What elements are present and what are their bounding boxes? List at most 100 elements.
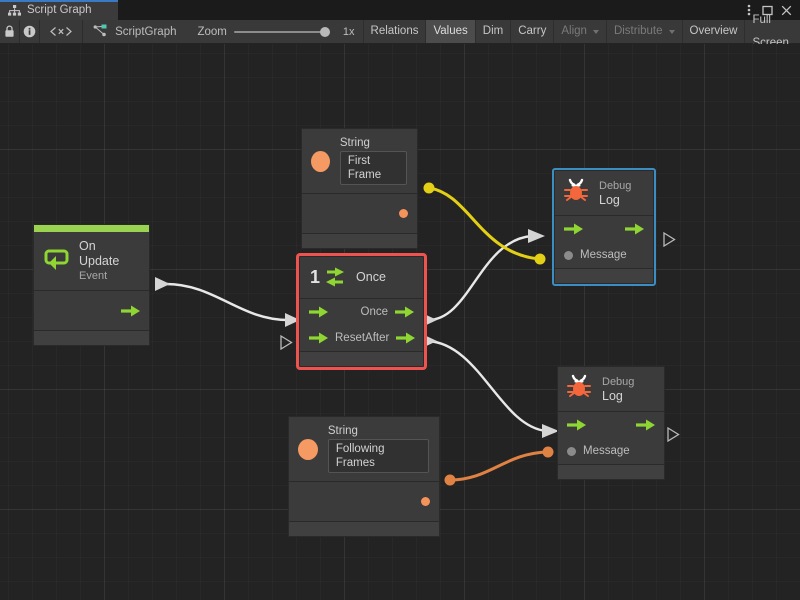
string-value-field[interactable]: Following Frames — [327, 439, 429, 473]
zoom-slider-knob[interactable] — [319, 26, 330, 37]
node-header: 1 Once — [300, 257, 423, 299]
maximize-icon[interactable] — [758, 0, 777, 20]
port-input-message[interactable]: Message — [564, 249, 627, 261]
external-input-triangle-reset[interactable] — [280, 334, 293, 355]
graph-canvas[interactable]: On Update Event — [0, 44, 800, 600]
node-once[interactable]: 1 Once — [296, 253, 427, 370]
toolbar-button-label: Align — [561, 25, 587, 37]
flow-arrow-icon — [121, 305, 140, 316]
port-output-after[interactable]: After — [365, 332, 416, 344]
port-input-flow[interactable] — [564, 223, 583, 235]
port-row-value-out[interactable] — [289, 491, 439, 512]
port-row-message-in[interactable]: Message — [555, 242, 653, 268]
zoom-label: Zoom — [197, 25, 227, 38]
wire-arrow-debuglog-top-in — [528, 229, 545, 243]
node-title-group: String First Frame — [339, 137, 407, 185]
node-title-small: Debug — [602, 375, 635, 388]
node-footer — [34, 330, 149, 345]
node-body-spacer — [34, 291, 149, 300]
wire-endpoint-string-bottom-out — [444, 474, 456, 486]
script-graph-icon — [93, 24, 108, 40]
zoom-slider[interactable] — [233, 24, 330, 40]
port-input-flow[interactable] — [567, 419, 586, 431]
external-output-triangle-top[interactable] — [663, 231, 676, 252]
flow-arrow-icon — [636, 419, 655, 431]
node-title: Log — [602, 388, 623, 403]
lock-icon[interactable] — [0, 20, 20, 43]
port-input-reset[interactable]: Reset — [309, 332, 365, 344]
external-output-triangle-bottom[interactable] — [667, 426, 680, 447]
toolbar-button-label: Relations — [370, 25, 419, 37]
wire-endpoint-message-top-in — [534, 253, 546, 265]
toolbar-button-dim[interactable]: Dim — [474, 20, 510, 43]
port-output-once[interactable]: Once — [360, 306, 414, 318]
node-subtitle: Event — [79, 270, 108, 282]
node-header: String First Frame — [302, 129, 417, 193]
port-row-flow[interactable] — [558, 412, 664, 438]
port-row-reset-after[interactable]: Reset After — [300, 325, 423, 351]
port-row-flow[interactable] — [555, 216, 653, 242]
zoom-slider-track — [233, 30, 330, 33]
node-body-spacer — [302, 194, 417, 203]
node-footer — [300, 351, 423, 366]
node-header: String Following Frames — [289, 417, 439, 481]
port-row-flow-in-once-out[interactable]: Once — [300, 299, 423, 325]
wire-arrow-once-in — [285, 313, 300, 327]
once-counter-number: 1 — [310, 267, 321, 287]
node-string-bottom[interactable]: String Following Frames — [288, 416, 440, 537]
wire-once-to-debuglog-bottom — [427, 339, 547, 433]
port-output-value[interactable] — [421, 497, 430, 506]
port-output-flow[interactable] — [121, 305, 140, 317]
toolbar-button-full-screen[interactable]: Full Screen — [744, 14, 800, 49]
tab-script-graph[interactable]: Script Graph — [0, 0, 118, 20]
close-icon[interactable] — [777, 0, 796, 20]
node-string-top[interactable]: String First Frame — [301, 128, 418, 249]
node-title: String — [327, 425, 358, 437]
wire-onupdate-to-once — [165, 282, 289, 322]
node-debug-log-top[interactable]: Debug Log — [552, 168, 656, 286]
node-header: On Update Event — [34, 232, 149, 291]
port-input-flow[interactable] — [309, 306, 328, 318]
graph-name-group: ScriptGraph Zoom 1x — [83, 20, 362, 43]
node-on-update[interactable]: On Update Event — [33, 224, 150, 346]
port-row-value-out[interactable] — [302, 203, 417, 224]
tab-label: Script Graph — [27, 4, 92, 16]
toolbar-button-align[interactable]: Align — [553, 20, 606, 43]
port-output-value[interactable] — [399, 209, 408, 218]
port-row-message-in[interactable]: Message — [558, 438, 664, 464]
toolbar-button-carry[interactable]: Carry — [510, 20, 553, 43]
node-body — [289, 481, 439, 521]
toolbar-button-relations[interactable]: Relations — [362, 20, 426, 43]
node-body-spacer — [289, 482, 439, 491]
string-value-field[interactable]: First Frame — [339, 151, 407, 185]
port-input-message[interactable]: Message — [567, 445, 630, 457]
node-accent-bar — [34, 225, 149, 232]
node-footer — [555, 268, 653, 283]
node-body: Once Reset — [300, 299, 423, 351]
graph-name-label: ScriptGraph — [115, 25, 177, 38]
toolbar-button-label: Overview — [689, 25, 738, 37]
info-icon[interactable] — [20, 20, 40, 43]
port-output-flow[interactable] — [625, 223, 644, 235]
toolbar-button-values[interactable]: Values — [425, 20, 475, 43]
toolbar-button-overview[interactable]: Overview — [681, 20, 745, 43]
port-row-flow-out[interactable] — [34, 300, 149, 321]
window-controls — [739, 0, 800, 20]
kebab-menu-icon[interactable] — [739, 0, 758, 20]
angle-brackets-icon[interactable] — [40, 20, 84, 43]
node-body-spacer — [289, 512, 439, 521]
node-debug-log-bottom[interactable]: Debug Log — [557, 366, 665, 480]
wire-endpoint-message-bottom-in — [542, 446, 554, 458]
node-body — [302, 193, 417, 233]
port-output-flow[interactable] — [636, 419, 655, 431]
toolbar-button-distribute[interactable]: Distribute — [605, 20, 682, 43]
flow-arrow-icon — [564, 223, 583, 235]
wire-arrow-after-out — [422, 334, 437, 348]
port-dot-icon — [564, 250, 573, 260]
toolbar-button-label: Carry — [518, 25, 547, 37]
flow-arrow-icon — [567, 419, 586, 431]
port-output-once-label: Once — [360, 306, 389, 318]
cycle-arrows-icon — [326, 267, 345, 287]
node-title: On Update — [79, 239, 120, 268]
port-input-reset-label: Reset — [335, 332, 366, 344]
